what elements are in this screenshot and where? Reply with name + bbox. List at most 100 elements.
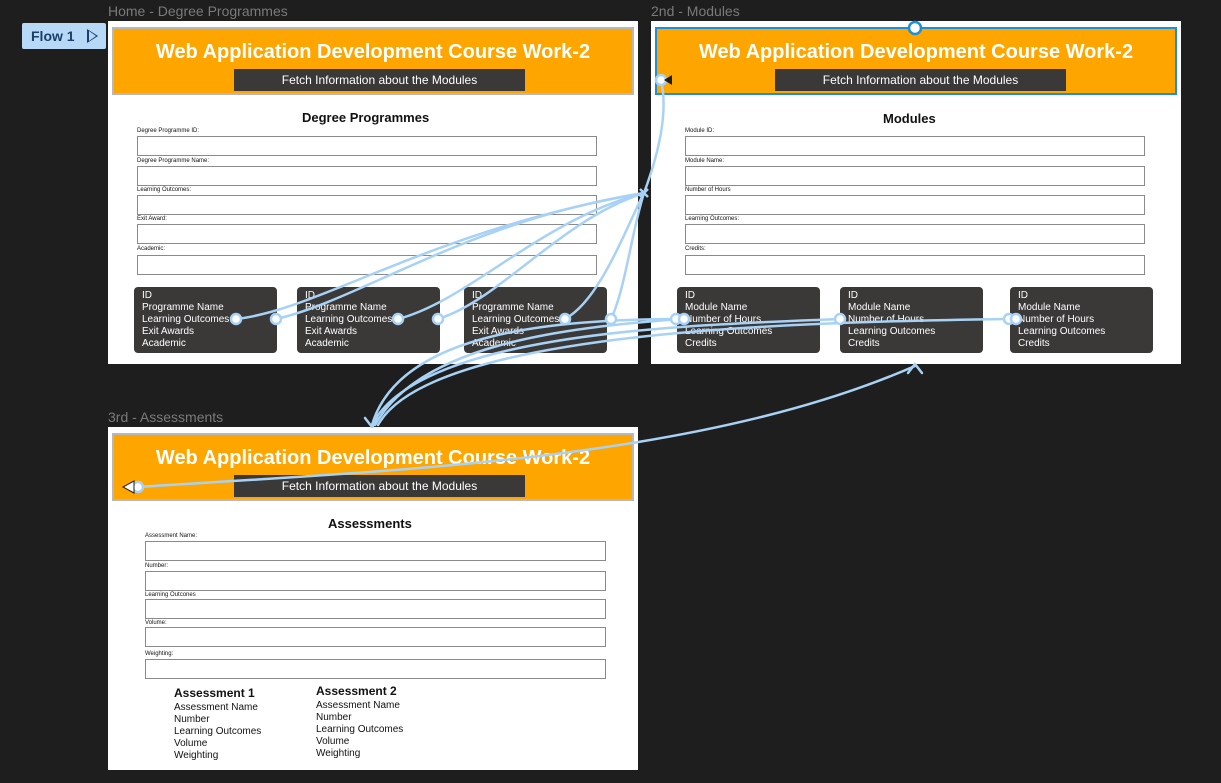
assessment-item: Number xyxy=(316,712,352,723)
programme-card[interactable]: ID Programme Name Learning Outcomes Exit… xyxy=(297,287,440,353)
programme-card[interactable]: ID Programme Name Learning Outcomes Exit… xyxy=(464,287,607,353)
assessment-title: Assessment 2 xyxy=(316,684,397,698)
card-line: Learning Outcomes xyxy=(1018,326,1106,337)
frame-home[interactable]: Web Application Development Course Work-… xyxy=(108,21,638,364)
header-banner: Web Application Development Course Work-… xyxy=(112,27,634,95)
field-label: Academic: xyxy=(137,246,166,252)
programme-id-input[interactable] xyxy=(137,136,597,156)
header-title: Web Application Development Course Work-… xyxy=(155,447,591,469)
section-title: Modules xyxy=(883,111,936,126)
arrow-head-icon xyxy=(363,416,381,429)
card-line: Exit Awards xyxy=(472,326,525,337)
field-label: Weighting: xyxy=(145,651,174,657)
learning-outcomes-input[interactable] xyxy=(137,195,597,215)
card-line: Programme Name xyxy=(305,302,387,313)
header-banner[interactable]: Web Application Development Course Work-… xyxy=(655,27,1177,95)
field-label: Module ID: xyxy=(685,128,715,134)
header-title: Web Application Development Course Work-… xyxy=(155,41,591,63)
assessment-item: Number xyxy=(174,714,210,725)
assessment-name-input[interactable] xyxy=(145,541,606,561)
field-label: Number of Hours xyxy=(685,187,731,193)
field-label: Credits: xyxy=(685,246,706,252)
card-line: Credits xyxy=(1018,338,1050,349)
section-title: Degree Programmes xyxy=(302,110,430,125)
field-label: Assessment Name: xyxy=(145,533,198,539)
card-line: ID xyxy=(685,290,695,301)
card-line: Number of Hours xyxy=(685,314,762,325)
card-line: ID xyxy=(1018,290,1028,301)
card-line: Learning Outcomes xyxy=(305,314,393,325)
assessment-1-column: Assessment 1 Assessment Name Number Lear… xyxy=(174,687,261,762)
flow-label: Flow 1 xyxy=(31,28,75,44)
assessment-title: Assessment 1 xyxy=(174,686,255,700)
programme-card[interactable]: ID Programme Name Learning Outcomes Exit… xyxy=(134,287,277,353)
module-card[interactable]: ID Module Name Number of Hours Learning … xyxy=(840,287,983,353)
field-label: Exit Award: xyxy=(137,216,167,222)
assessment-item: Learning Outcomes xyxy=(316,724,404,735)
fetch-modules-button[interactable]: Fetch Information about the Modules xyxy=(234,69,525,91)
card-line: Academic xyxy=(472,338,516,349)
credits-input[interactable] xyxy=(685,255,1145,275)
card-line: Academic xyxy=(142,338,186,349)
header-title: Web Application Development Course Work-… xyxy=(698,41,1134,63)
module-id-input[interactable] xyxy=(685,136,1145,156)
card-line: Module Name xyxy=(848,302,911,313)
field-label: Learning Outcomes: xyxy=(137,187,192,193)
junction-icon xyxy=(639,188,649,198)
assessment-item: Learning Outcomes xyxy=(174,726,262,737)
field-label: Degree Programme Name: xyxy=(137,158,210,164)
number-of-hours-input[interactable] xyxy=(685,195,1145,215)
fetch-modules-button[interactable]: Fetch Information about the Modules xyxy=(234,475,525,497)
card-line: Learning Outcomes xyxy=(848,326,936,337)
number-input[interactable] xyxy=(145,571,606,591)
card-line: Learning Outcomes xyxy=(142,314,230,325)
card-line: Module Name xyxy=(1018,302,1081,313)
card-line: Programme Name xyxy=(142,302,224,313)
frame-label-assessments[interactable]: 3rd - Assessments xyxy=(108,409,224,425)
flow-starting-point[interactable]: Flow 1 xyxy=(22,23,106,49)
frame-label-home[interactable]: Home - Degree Programmes xyxy=(108,3,288,19)
module-card[interactable]: ID Module Name Number of Hours Learning … xyxy=(677,287,820,353)
card-line: ID xyxy=(848,290,858,301)
assessment-2-column: Assessment 2 Assessment Name Number Lear… xyxy=(316,685,403,760)
learning-outcomes-input[interactable] xyxy=(685,224,1145,244)
section-title: Assessments xyxy=(328,516,412,531)
field-label: Number: xyxy=(145,563,169,569)
academic-input[interactable] xyxy=(137,255,597,275)
programme-name-input[interactable] xyxy=(137,166,597,186)
frame-assessments[interactable]: Web Application Development Course Work-… xyxy=(108,427,638,770)
exit-award-input[interactable] xyxy=(137,224,597,244)
field-label: Degree Programme ID: xyxy=(137,128,200,134)
field-label: Learning Outcomes: xyxy=(685,216,740,222)
card-line: Credits xyxy=(848,338,880,349)
assessment-item: Assessment Name xyxy=(174,702,258,713)
module-card[interactable]: ID Module Name Number of Hours Learning … xyxy=(1010,287,1153,353)
card-line: Exit Awards xyxy=(142,326,195,337)
field-label: Module Name: xyxy=(685,158,725,164)
card-line: Module Name xyxy=(685,302,748,313)
volume-input[interactable] xyxy=(145,627,606,647)
card-line: Programme Name xyxy=(472,302,554,313)
field-label: Learning Outcones xyxy=(145,592,196,598)
assessment-item: Volume xyxy=(316,736,350,747)
learning-outcomes-input[interactable] xyxy=(145,599,606,619)
module-name-input[interactable] xyxy=(685,166,1145,186)
assessment-item: Assessment Name xyxy=(316,700,400,711)
card-line: ID xyxy=(305,290,315,301)
assessment-item: Volume xyxy=(174,738,208,749)
card-line: Learning Outcomes xyxy=(685,326,773,337)
card-line: ID xyxy=(142,290,152,301)
header-banner: Web Application Development Course Work-… xyxy=(112,433,634,501)
assessment-item: Weighting xyxy=(316,748,361,759)
frame-modules[interactable]: Web Application Development Course Work-… xyxy=(651,21,1181,364)
frame-label-modules[interactable]: 2nd - Modules xyxy=(651,3,740,19)
weighting-input[interactable] xyxy=(145,659,606,679)
assessment-item: Weighting xyxy=(174,750,219,761)
fetch-modules-button[interactable]: Fetch Information about the Modules xyxy=(775,69,1066,91)
play-icon[interactable] xyxy=(87,29,98,43)
card-line: Credits xyxy=(685,338,717,349)
card-line: Number of Hours xyxy=(1018,314,1095,325)
card-line: Academic xyxy=(305,338,349,349)
arrow-head-icon xyxy=(906,362,924,375)
field-label: Volume: xyxy=(145,620,167,626)
